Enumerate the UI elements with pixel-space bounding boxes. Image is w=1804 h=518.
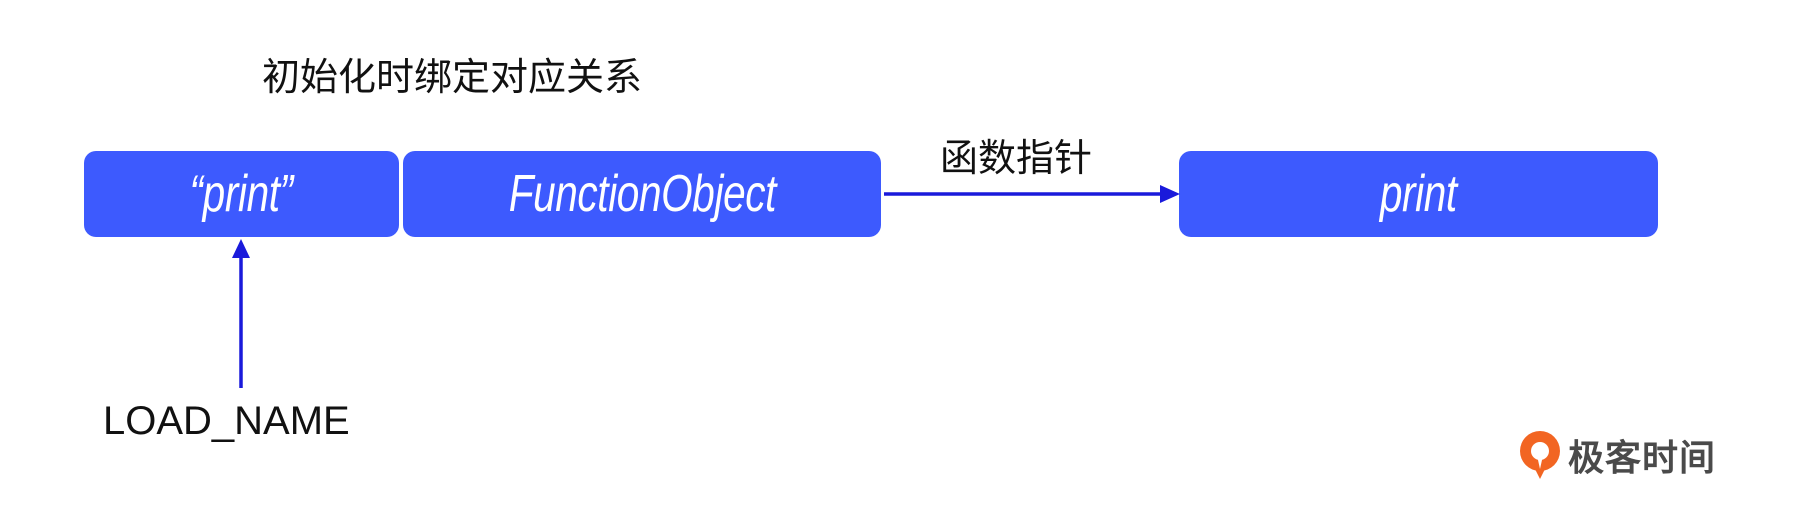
value-box: FunctionObject: [403, 151, 881, 237]
target-box: print: [1179, 151, 1658, 237]
geektime-logo-icon: [1520, 431, 1560, 479]
key-box-label: “print”: [189, 165, 294, 223]
brand-logo: 极客时间: [1518, 429, 1716, 481]
target-box-label: print: [1380, 165, 1457, 223]
key-box: “print”: [84, 151, 399, 237]
pointer-label: 函数指针: [940, 136, 1093, 180]
brand-name: 极客时间: [1568, 438, 1717, 479]
diagram-title: 初始化时绑定对应关系: [262, 55, 643, 99]
lookup-arrow: [232, 239, 250, 388]
pointer-arrow: [884, 185, 1180, 203]
value-box-label: FunctionObject: [508, 165, 776, 223]
opcode-label: LOAD_NAME: [103, 399, 350, 443]
